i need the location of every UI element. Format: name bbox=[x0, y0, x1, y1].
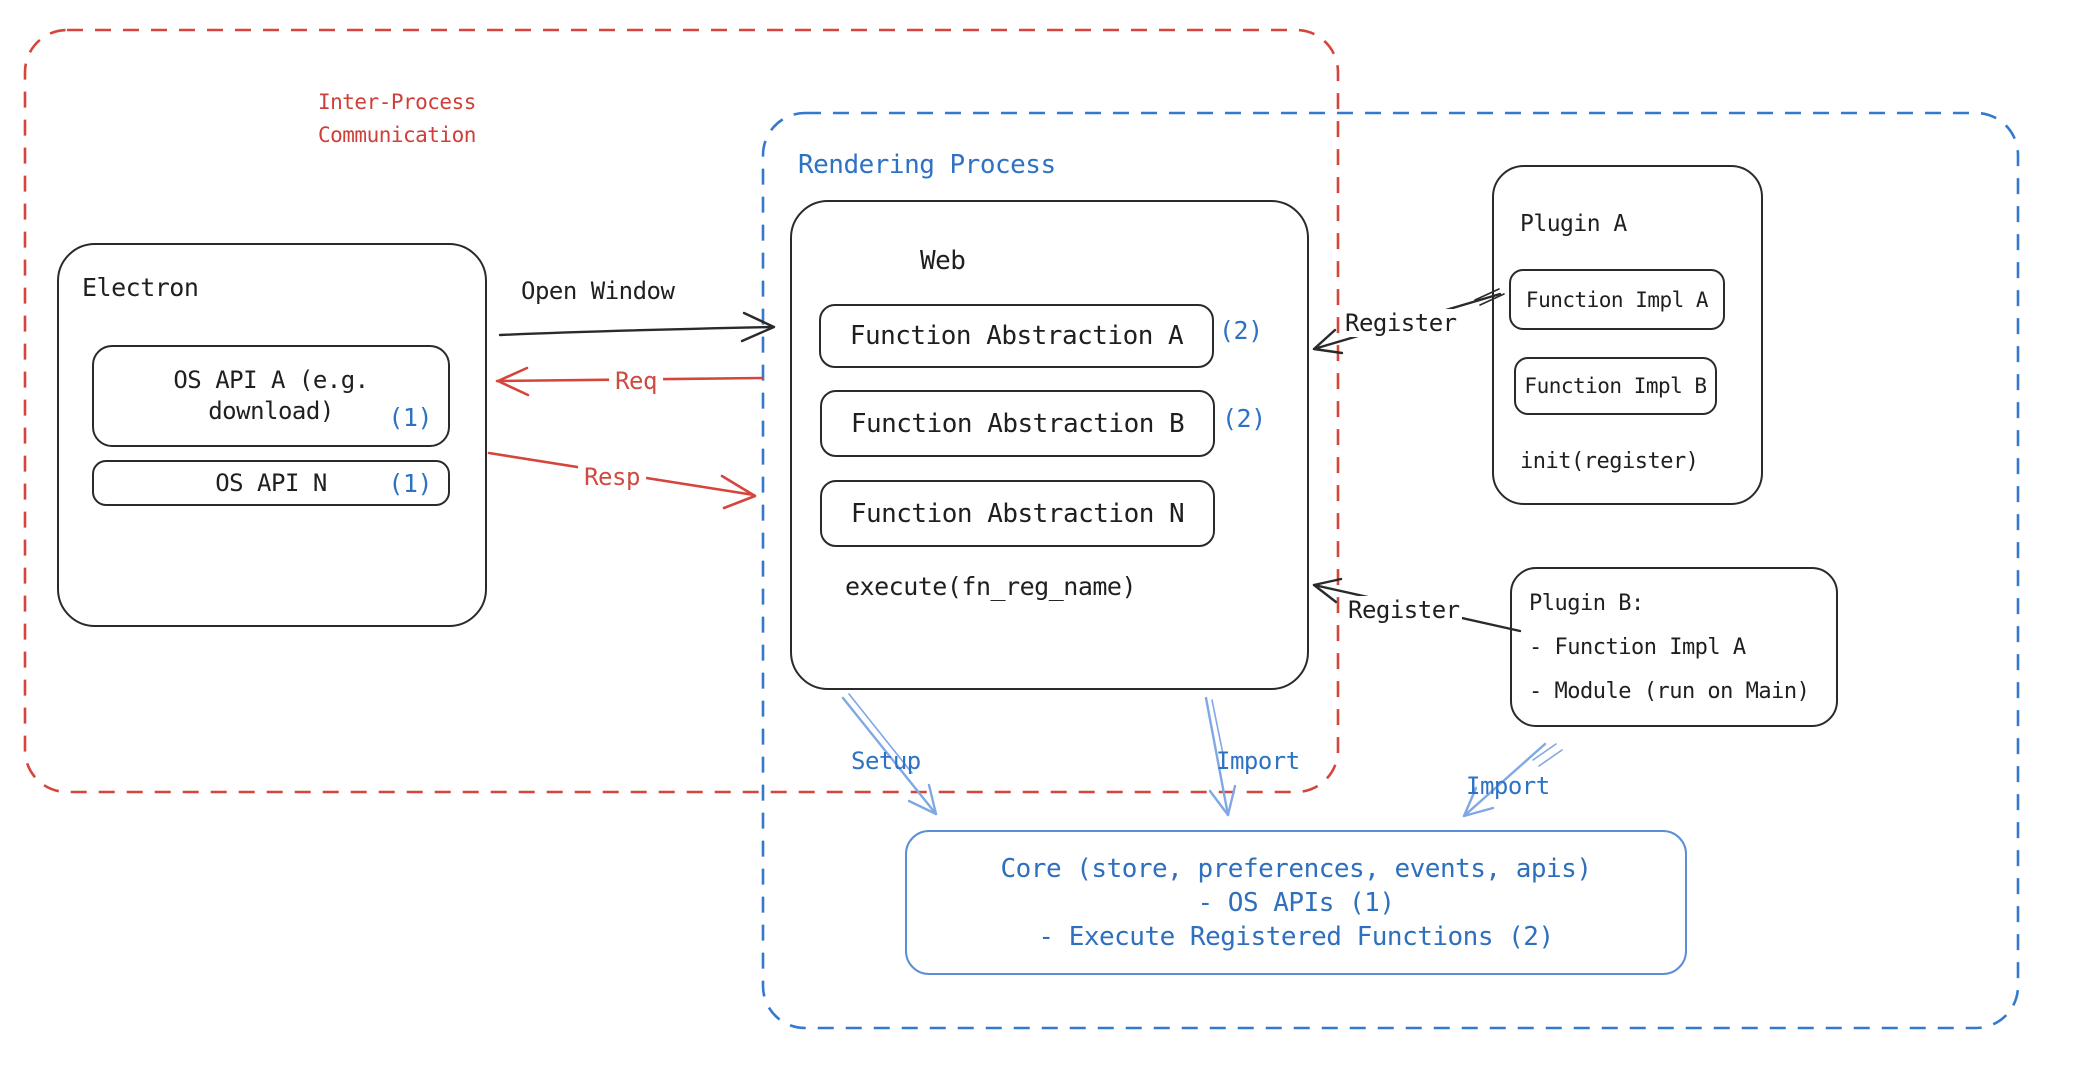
plugin-b-item-module: - Module (run on Main) bbox=[1529, 679, 1810, 704]
os-api-a-number-badge: (1) bbox=[388, 403, 432, 432]
os-api-n-text: OS API N bbox=[215, 469, 327, 497]
import-web-arrow-label: Import bbox=[1216, 747, 1300, 775]
web-title: Web bbox=[920, 246, 966, 276]
electron-title: Electron bbox=[82, 273, 199, 302]
register-plugin-a-arrow-label: Register bbox=[1343, 309, 1459, 337]
arrow-line bbox=[498, 325, 774, 337]
function-abstraction-n-box: Function Abstraction N bbox=[820, 480, 1215, 547]
electron-box: Electron OS API A (e.g. download) (1) OS… bbox=[57, 243, 487, 627]
arrow-line bbox=[1462, 742, 1547, 818]
pen-tail bbox=[1532, 743, 1563, 767]
core-line1: Core (store, preferences, events, apis) bbox=[1000, 853, 1592, 884]
ipc-label-line1: Inter-Process bbox=[318, 90, 476, 114]
arrow-head bbox=[907, 783, 938, 816]
rendering-group-label: Rendering Process bbox=[798, 150, 1056, 180]
os-api-a-line1: OS API A (e.g. bbox=[173, 366, 369, 394]
plugin-b-box: Plugin B: - Function Impl A - Module (ru… bbox=[1510, 567, 1838, 727]
register-plugin-b-arrow-label: Register bbox=[1346, 596, 1462, 624]
function-impl-a-text: Function Impl A bbox=[1525, 287, 1709, 312]
os-api-n-box: OS API N (1) bbox=[92, 460, 450, 506]
open-window-arrow-label: Open Window bbox=[519, 277, 677, 305]
os-api-n-number-badge: (1) bbox=[388, 469, 432, 498]
core-box: Core (store, preferences, events, apis) … bbox=[905, 830, 1687, 975]
function-abstraction-a-box: Function Abstraction A bbox=[819, 304, 1214, 368]
function-impl-b-text: Function Impl B bbox=[1524, 374, 1707, 398]
arrow-head bbox=[1462, 786, 1495, 818]
ipc-dashed-boundary bbox=[23, 28, 1340, 794]
core-line2: - OS APIs (1) bbox=[1197, 887, 1396, 918]
pen-tail bbox=[848, 693, 913, 774]
arrow-line bbox=[1204, 696, 1230, 817]
open-window-arrow bbox=[498, 311, 776, 343]
plugin-b-item-function-impl-a: - Function Impl A bbox=[1529, 635, 1746, 660]
req-arrow-label: Req bbox=[609, 367, 663, 395]
arrow-head bbox=[1312, 577, 1343, 604]
function-abstraction-a-text: Function Abstraction A bbox=[849, 321, 1184, 351]
function-abstraction-b-number-badge: (2) bbox=[1222, 404, 1266, 433]
rendering-dashed-boundary bbox=[761, 111, 2020, 1030]
arrow-head bbox=[1208, 784, 1237, 817]
function-impl-a-box: Function Impl A bbox=[1509, 269, 1725, 330]
plugin-a-title: Plugin A bbox=[1520, 211, 1627, 237]
arrow-head bbox=[1312, 328, 1344, 355]
function-abstraction-a-number-badge: (2) bbox=[1219, 316, 1263, 345]
execute-function-text: execute(fn_reg_name) bbox=[845, 572, 1137, 601]
os-api-a-line2: download) bbox=[208, 397, 334, 425]
os-api-a-text: OS API A (e.g. download) bbox=[173, 365, 369, 427]
plugin-b-title: Plugin B: bbox=[1529, 591, 1644, 616]
ipc-label-line2: Communication bbox=[318, 123, 476, 147]
function-abstraction-b-text: Function Abstraction B bbox=[850, 408, 1185, 439]
setup-arrow bbox=[841, 693, 938, 816]
os-api-a-box: OS API A (e.g. download) (1) bbox=[92, 345, 450, 447]
import-arrow-plugin-b bbox=[1462, 742, 1563, 818]
resp-arrow-label: Resp bbox=[578, 463, 646, 491]
function-abstraction-b-box: Function Abstraction B bbox=[820, 390, 1215, 457]
import-plugin-b-arrow-label: Import bbox=[1466, 772, 1550, 800]
setup-arrow-label: Setup bbox=[851, 747, 921, 775]
init-register-text: init(register) bbox=[1520, 449, 1699, 474]
arrow-line bbox=[841, 696, 938, 816]
function-abstraction-n-text: Function Abstraction N bbox=[850, 498, 1185, 529]
arrow-head bbox=[720, 474, 757, 510]
arrow-head bbox=[496, 366, 530, 397]
import-arrow-web bbox=[1204, 696, 1237, 817]
web-box: Web Function Abstraction A (2) Function … bbox=[790, 200, 1309, 690]
pen-tail bbox=[1211, 699, 1224, 755]
function-impl-b-box: Function Impl B bbox=[1514, 357, 1717, 415]
arrow-head bbox=[740, 311, 776, 343]
core-line3: - Execute Registered Functions (2) bbox=[1038, 921, 1554, 952]
plugin-a-box: Plugin A Function Impl A Function Impl B… bbox=[1492, 165, 1763, 505]
